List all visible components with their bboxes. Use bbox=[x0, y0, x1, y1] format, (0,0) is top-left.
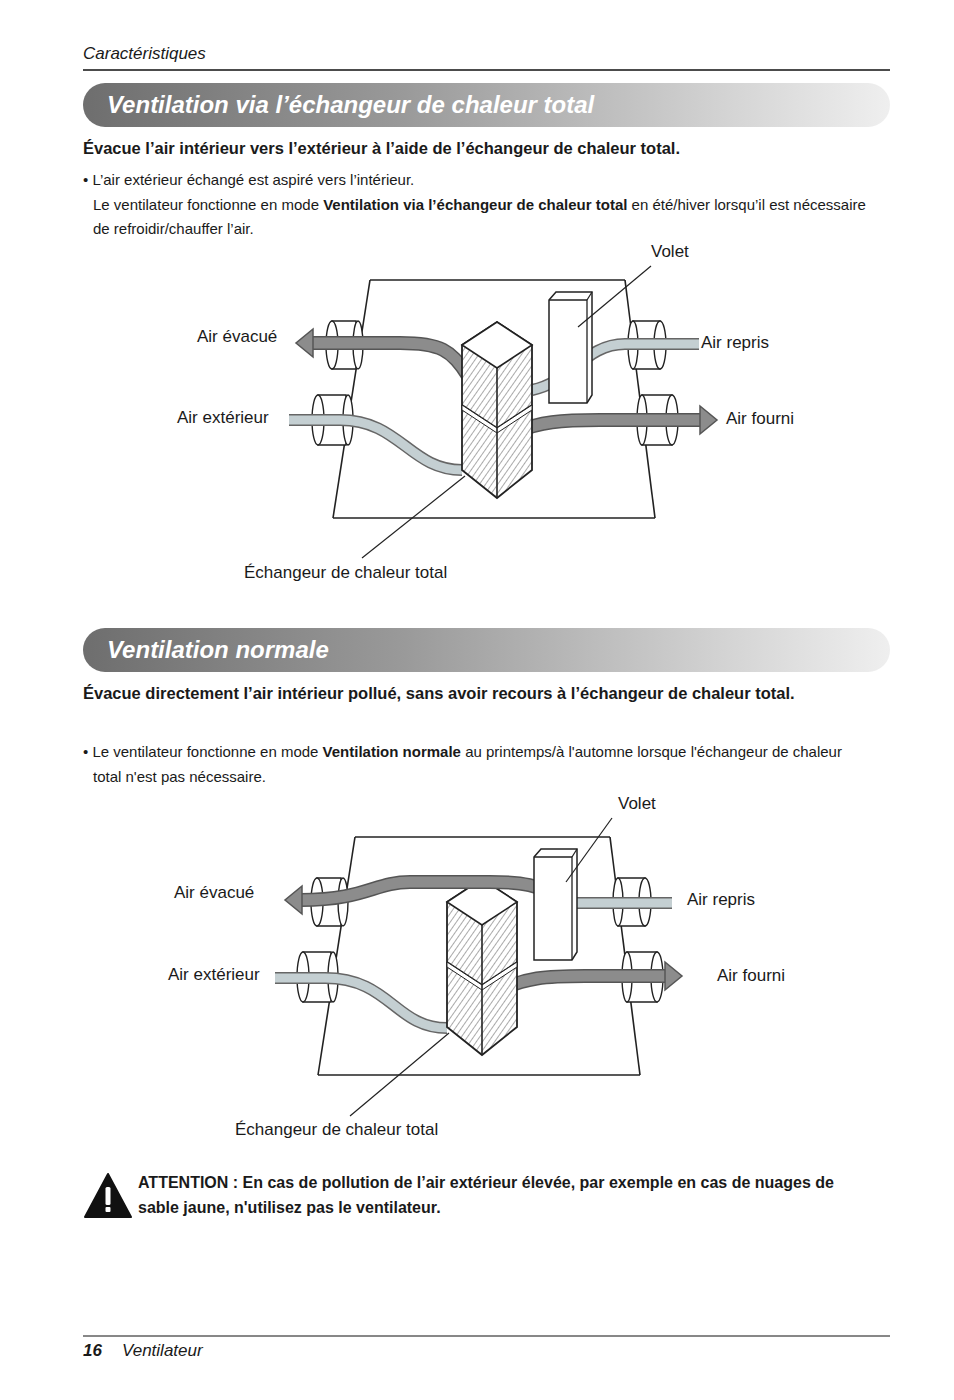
airflow-label: Air évacué bbox=[172, 883, 256, 903]
part-label: Échangeur de chaleur total bbox=[244, 563, 447, 582]
unit-diagram-total bbox=[289, 266, 717, 558]
part-label: Volet bbox=[618, 794, 656, 813]
bullet-text: • Le ventilateur fonctionne en mode Vent… bbox=[83, 740, 873, 789]
airflow-label: Air extérieur bbox=[166, 965, 262, 985]
running-footer: Ventilateur bbox=[122, 1341, 203, 1361]
airflow-label: Air extérieur bbox=[175, 408, 271, 428]
unit-diagram-normal bbox=[275, 818, 682, 1116]
section-lead: Évacue l’air intérieur vers l’extérieur … bbox=[83, 139, 680, 157]
section-lead: Évacue directement l’air intérieur pollu… bbox=[83, 684, 795, 702]
section-band: Ventilation normale bbox=[83, 628, 890, 672]
airflow-label: Air repris bbox=[685, 890, 757, 910]
part-label: Échangeur de chaleur total bbox=[235, 1120, 438, 1139]
airflow-label: Air fourni bbox=[726, 409, 794, 428]
section-band: Ventilation via l’échangeur de chaleur t… bbox=[83, 83, 890, 127]
section-lead: Évacue l’air intérieur vers l’extérieur … bbox=[83, 135, 890, 162]
page-number: 16 bbox=[83, 1341, 102, 1360]
part-label: Échangeur de chaleur total bbox=[242, 563, 449, 583]
warning-text: ATTENTION : En cas de pollution de l’air… bbox=[138, 1174, 834, 1216]
part-label: Volet bbox=[616, 794, 658, 814]
section-title: Ventilation normale bbox=[107, 636, 329, 664]
running-header: Caractéristiques bbox=[83, 44, 206, 63]
part-label: Volet bbox=[651, 242, 689, 261]
section-lead: Évacue directement l’air intérieur pollu… bbox=[83, 680, 890, 707]
warning-text: ATTENTION : En cas de pollution de l’air… bbox=[138, 1170, 858, 1220]
airflow-label: Air fourni bbox=[715, 966, 787, 986]
airflow-label: Air repris bbox=[699, 333, 771, 353]
footer-rule bbox=[83, 1336, 890, 1337]
running-header: Caractéristiques bbox=[83, 44, 206, 64]
airflow-label: Air évacué bbox=[195, 327, 279, 347]
bullet-text: Le ventilateur fonctionne en mode bbox=[93, 196, 319, 213]
bullet-text: Ventilation via l’échangeur de chaleur t… bbox=[323, 196, 627, 213]
airflow-label: Air fourni bbox=[724, 409, 796, 429]
bullet-text: • L’air extérieur échangé est aspiré ver… bbox=[83, 171, 414, 188]
airflow-label: Air repris bbox=[701, 333, 769, 352]
airflow-label: Air repris bbox=[687, 890, 755, 909]
page-number: 16 bbox=[83, 1341, 102, 1361]
running-footer: Ventilateur bbox=[122, 1341, 203, 1360]
airflow-label: Air évacué bbox=[197, 327, 277, 346]
header-rule bbox=[83, 69, 890, 71]
airflow-label: Air extérieur bbox=[177, 408, 269, 427]
bullet-text: Ventilation normale bbox=[323, 743, 461, 760]
airflow-label: Air évacué bbox=[174, 883, 254, 902]
part-label: Échangeur de chaleur total bbox=[233, 1120, 440, 1140]
bullet-text: • L’air extérieur échangé est aspiré ver… bbox=[83, 168, 873, 242]
section-title: Ventilation via l’échangeur de chaleur t… bbox=[107, 91, 594, 119]
airflow-label: Air extérieur bbox=[168, 965, 260, 984]
part-label: Volet bbox=[649, 242, 691, 262]
warning-icon bbox=[85, 1174, 131, 1217]
bullet-text: • Le ventilateur fonctionne en mode bbox=[83, 743, 318, 760]
airflow-label: Air fourni bbox=[717, 966, 785, 985]
